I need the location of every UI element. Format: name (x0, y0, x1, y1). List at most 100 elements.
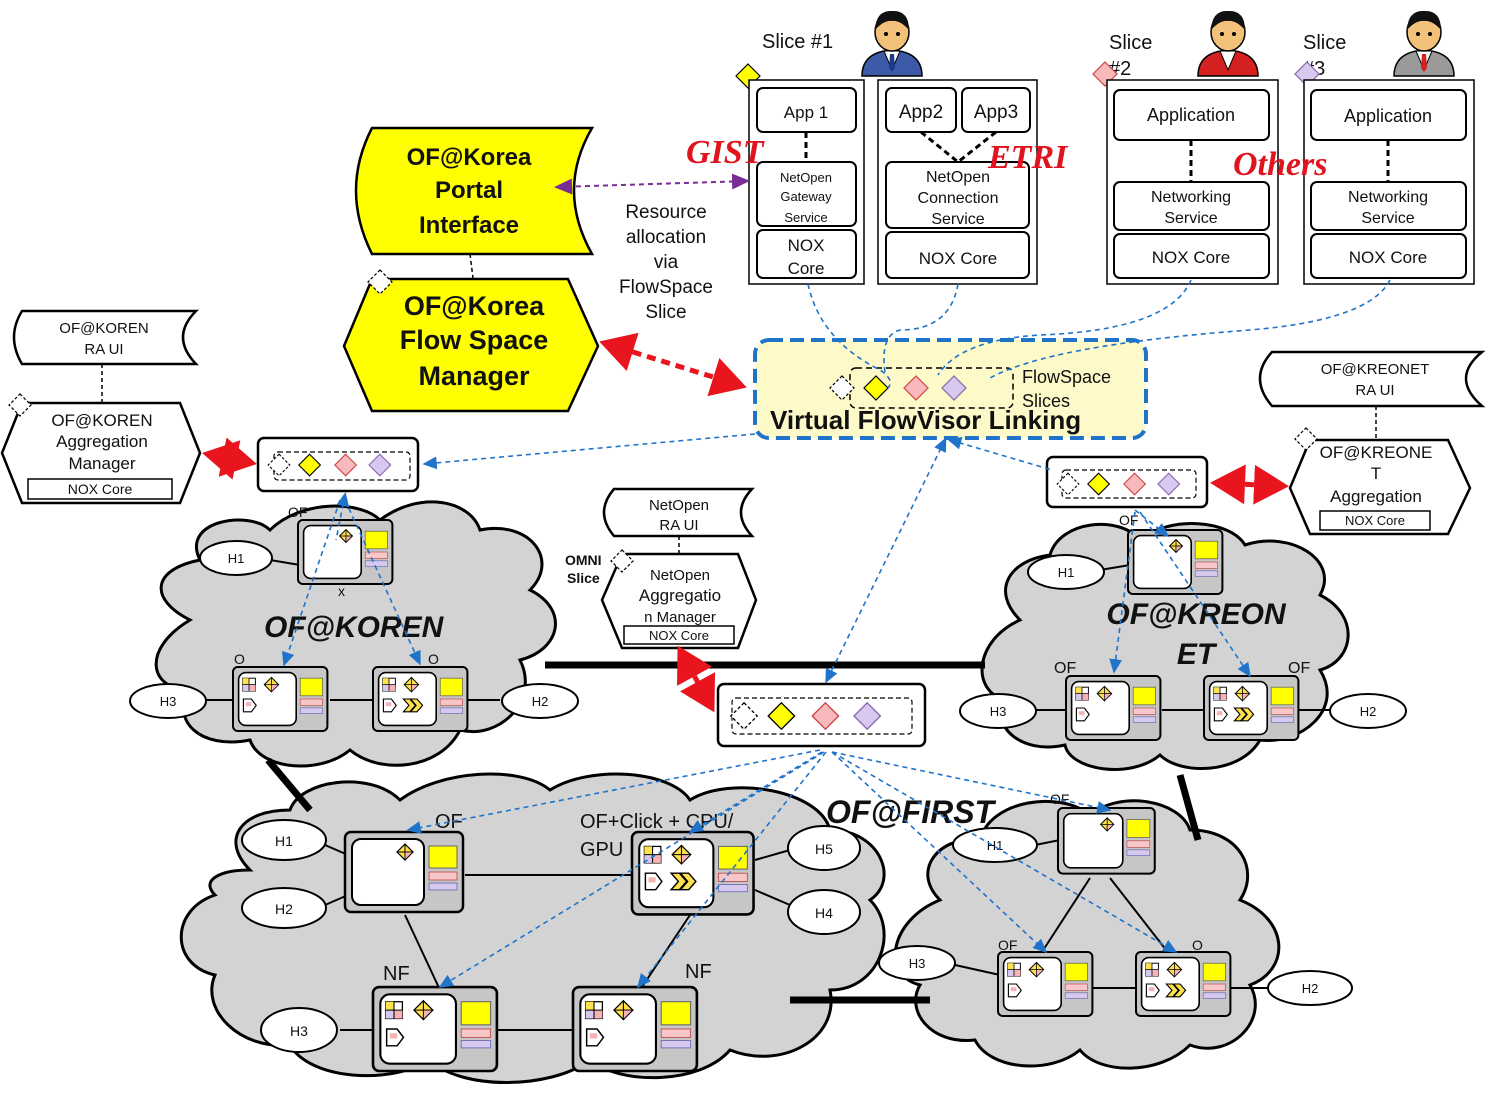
fsm-diamond-icon (367, 269, 393, 295)
svg-text:OF: OF (1050, 791, 1069, 807)
svg-text:allocation: allocation (626, 227, 706, 248)
host-first-h2: H2 (241, 887, 327, 929)
svg-text:H2: H2 (1302, 981, 1319, 996)
svg-text:OF@KOREN: OF@KOREN (59, 320, 148, 337)
svg-text:NetOpen: NetOpen (780, 170, 832, 185)
svg-text:Aggregatio: Aggregatio (639, 586, 721, 605)
svg-text:FlowSpace: FlowSpace (1022, 367, 1111, 387)
switch-first-click[interactable] (630, 830, 755, 916)
switch-first-right-left[interactable] (996, 950, 1094, 1018)
svg-text:Interface: Interface (419, 212, 519, 239)
omni-slice-label-1: OMNI (565, 552, 602, 568)
svg-text:OF@KREONET: OF@KREONET (1321, 361, 1430, 378)
org-gist-label: GIST (686, 134, 765, 171)
omni-slice-label-2: Slice (567, 570, 600, 586)
switch-first-nf-left[interactable] (371, 985, 499, 1073)
svg-text:NOX Core: NOX Core (1152, 248, 1230, 267)
svg-text:NOX Core: NOX Core (919, 249, 997, 268)
switch-kreonet-right[interactable] (1202, 674, 1300, 742)
slice1-gateway-service[interactable] (756, 161, 857, 227)
svg-text:H3: H3 (909, 956, 926, 971)
svg-text:Manager: Manager (68, 454, 135, 473)
host-kreonet-h2: H2 (1329, 693, 1407, 729)
switch-first-right-right[interactable] (1134, 950, 1232, 1018)
svg-text:NetOpen: NetOpen (926, 169, 990, 186)
slice1-connection-service[interactable] (885, 161, 1030, 229)
svg-text:H4: H4 (815, 905, 833, 921)
svg-text:Service: Service (784, 210, 827, 225)
netopen-ra-ui[interactable]: NetOpen RA UI (602, 487, 755, 538)
svg-text:Aggregation: Aggregation (56, 432, 148, 451)
host-koren-h3: H3 (129, 683, 207, 719)
svg-text:H2: H2 (1360, 704, 1377, 719)
portal-interface[interactable]: OF@Korea Portal Interface (354, 126, 595, 256)
host-first-right-h1: H1 (952, 827, 1038, 863)
svg-text:App3: App3 (974, 102, 1018, 123)
host-first-right-h2: H2 (1267, 970, 1353, 1006)
host-kreonet-h1: H1 (1027, 554, 1105, 590)
switch-first-of[interactable] (343, 830, 465, 914)
switch-koren-left[interactable] (231, 665, 329, 733)
svg-text:H1: H1 (275, 833, 293, 849)
koren-flowspace-box[interactable] (256, 436, 420, 493)
koren-am-diamond-icon (8, 393, 32, 417)
control-links (282, 279, 1391, 989)
slice2-networking-service[interactable] (1113, 181, 1270, 231)
host-first-h5: H5 (787, 825, 861, 871)
svg-text:Slice: Slice (1109, 32, 1152, 54)
fsm-to-vfv-link (599, 332, 747, 397)
svg-text:NOX Core: NOX Core (68, 481, 133, 497)
user-icon-slice2 (1197, 10, 1259, 77)
svg-text:Flow Space: Flow Space (400, 325, 549, 355)
koren-aggregation-manager[interactable]: OF@KOREN Aggregation Manager NOX Core (0, 393, 202, 505)
svg-text:OF+Click + CPU/: OF+Click + CPU/ (580, 811, 734, 833)
svg-text:Networking: Networking (1151, 189, 1231, 206)
portal-to-gist-link (554, 173, 750, 195)
virtual-flowvisor[interactable]: FlowSpace Slices Virtual FlowVisor Linki… (753, 338, 1148, 440)
svg-text:OF: OF (998, 937, 1017, 953)
flow-space-manager[interactable]: OF@Korea Flow Space Manager (342, 269, 600, 413)
host-first-h4: H4 (787, 889, 861, 935)
first-flowspace-box[interactable] (716, 682, 927, 748)
slice1-app3[interactable] (961, 87, 1031, 133)
user-icon-slice3 (1393, 10, 1455, 77)
host-first-h1: H1 (241, 819, 327, 861)
svg-text:Manager: Manager (418, 361, 530, 391)
switch-kreonet-top[interactable] (1126, 528, 1224, 596)
user-icon-slice1 (861, 10, 923, 77)
svg-text:Slice: Slice (645, 302, 686, 323)
host-first-h3: H3 (260, 1007, 338, 1053)
switch-kreonet-left[interactable] (1064, 674, 1162, 742)
slice3-panel: Slice #3 Application Networking Service … (1294, 32, 1475, 285)
org-others-label: Others (1233, 146, 1327, 183)
svg-text:H3: H3 (290, 1023, 308, 1039)
svg-text:O: O (1192, 937, 1203, 953)
host-koren-h2: H2 (501, 683, 579, 719)
svg-text:x: x (338, 583, 345, 599)
svg-text:OF: OF (288, 504, 307, 520)
kreonet-aggregation[interactable]: OF@KREONE T Aggregation NOX Core (1288, 427, 1472, 536)
switch-koren-right[interactable] (371, 665, 469, 733)
svg-text:App2: App2 (899, 102, 943, 123)
svg-text:Service: Service (931, 211, 984, 228)
slice3-nox-core[interactable] (1310, 233, 1467, 279)
svg-text:OF@KREONE: OF@KREONE (1320, 443, 1433, 462)
netopen-aggregation-manager[interactable]: NetOpen Aggregatio n Manager NOX Core (600, 549, 758, 650)
org-etri-label: ETRI (987, 139, 1069, 176)
svg-text:H1: H1 (228, 551, 245, 566)
koren-ra-ui[interactable]: OF@KOREN RA UI (12, 309, 200, 366)
kreonet-ra-ui[interactable]: OF@KREONET RA UI (1258, 350, 1486, 408)
switch-first-right-top[interactable] (1056, 806, 1156, 875)
host-koren-h1: H1 (199, 540, 273, 576)
svg-text:NOX Core: NOX Core (1349, 248, 1427, 267)
vfv-title: Virtual FlowVisor Linking (770, 405, 1081, 435)
slice2-nox-core[interactable] (1113, 233, 1270, 279)
svg-text:NOX Core: NOX Core (1345, 513, 1405, 528)
kreonet-flowspace-box[interactable] (1045, 455, 1209, 509)
svg-text:Aggregation: Aggregation (1330, 487, 1422, 506)
kreonet-network-label-line1: OF@KREON (1106, 598, 1287, 631)
slice1-nox-core-2[interactable] (885, 231, 1030, 279)
switch-first-nf-right[interactable] (571, 985, 699, 1073)
slice3-networking-service[interactable] (1310, 181, 1467, 231)
slice1-nox-core[interactable] (756, 229, 857, 279)
